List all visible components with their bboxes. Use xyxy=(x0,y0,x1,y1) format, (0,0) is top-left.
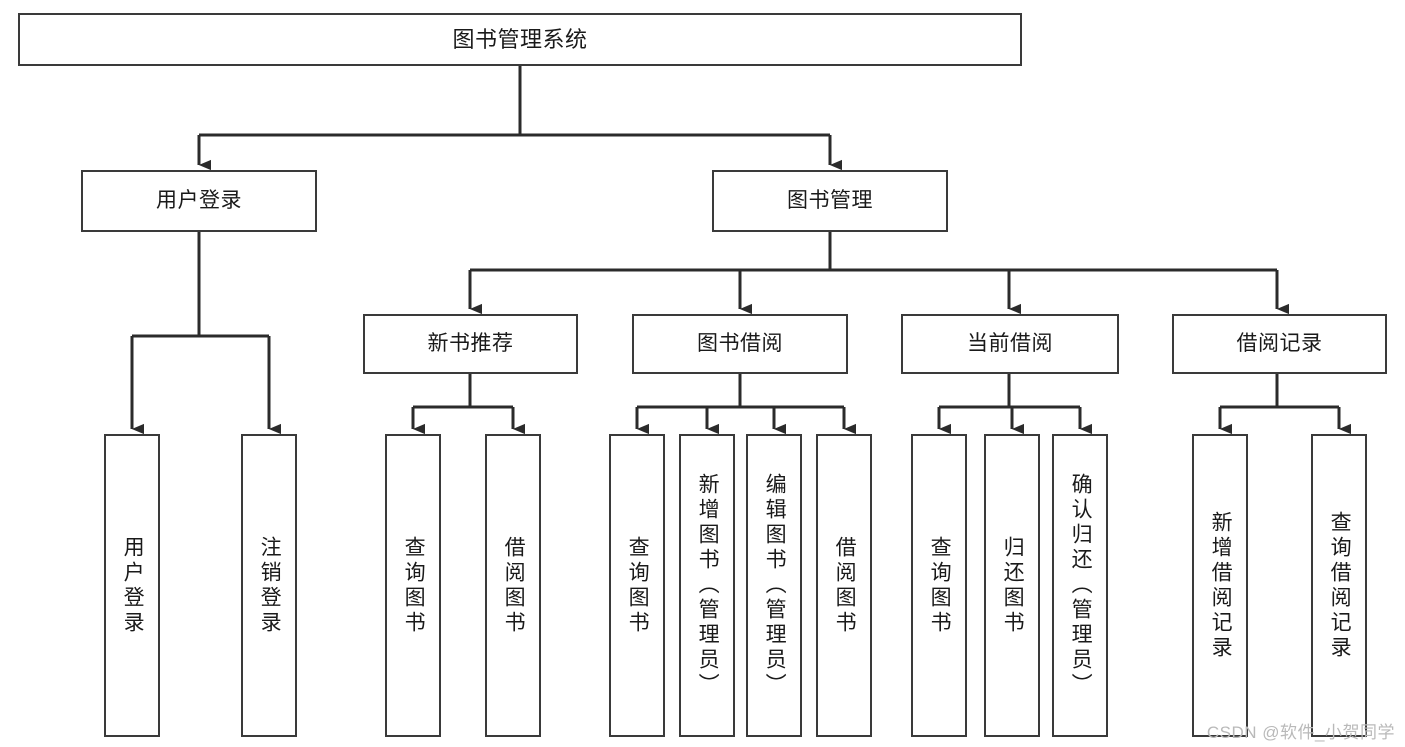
node-level3-borrow-records[interactable]: 借阅记录 xyxy=(1172,314,1387,374)
node-leaf-borrow-books-borrowing[interactable]: 借阅图书 xyxy=(816,434,872,737)
node-level3-current-borrowing[interactable]: 当前借阅 xyxy=(901,314,1119,374)
node-leaf-query-borrow-record[interactable]: 查询借阅记录 xyxy=(1311,434,1367,737)
node-leaf-query-books-borrowing[interactable]: 查询图书 xyxy=(609,434,665,737)
node-leaf-query-books-current[interactable]: 查询图书 xyxy=(911,434,967,737)
watermark-text: CSDN @软件_小贺同学 xyxy=(1206,723,1395,742)
node-leaf-user-login[interactable]: 用户登录 xyxy=(104,434,160,737)
node-level2-user-login[interactable]: 用户登录 xyxy=(81,170,317,232)
node-leaf-query-books-recommendation[interactable]: 查询图书 xyxy=(385,434,441,737)
node-level3-book-borrowing[interactable]: 图书借阅 xyxy=(632,314,848,374)
node-leaf-edit-book-admin[interactable]: 编辑图书（管理员） xyxy=(746,434,802,737)
node-level3-new-book-recommendation[interactable]: 新书推荐 xyxy=(363,314,578,374)
node-leaf-add-book-admin[interactable]: 新增图书（管理员） xyxy=(679,434,735,737)
node-leaf-return-books[interactable]: 归还图书 xyxy=(984,434,1040,737)
node-leaf-add-borrow-record[interactable]: 新增借阅记录 xyxy=(1192,434,1248,737)
node-level2-book-management[interactable]: 图书管理 xyxy=(712,170,948,232)
node-leaf-borrow-books-recommendation[interactable]: 借阅图书 xyxy=(485,434,541,737)
node-leaf-confirm-return-admin[interactable]: 确认归还（管理员） xyxy=(1052,434,1108,737)
node-root[interactable]: 图书管理系统 xyxy=(18,13,1022,66)
node-leaf-logout[interactable]: 注销登录 xyxy=(241,434,297,737)
